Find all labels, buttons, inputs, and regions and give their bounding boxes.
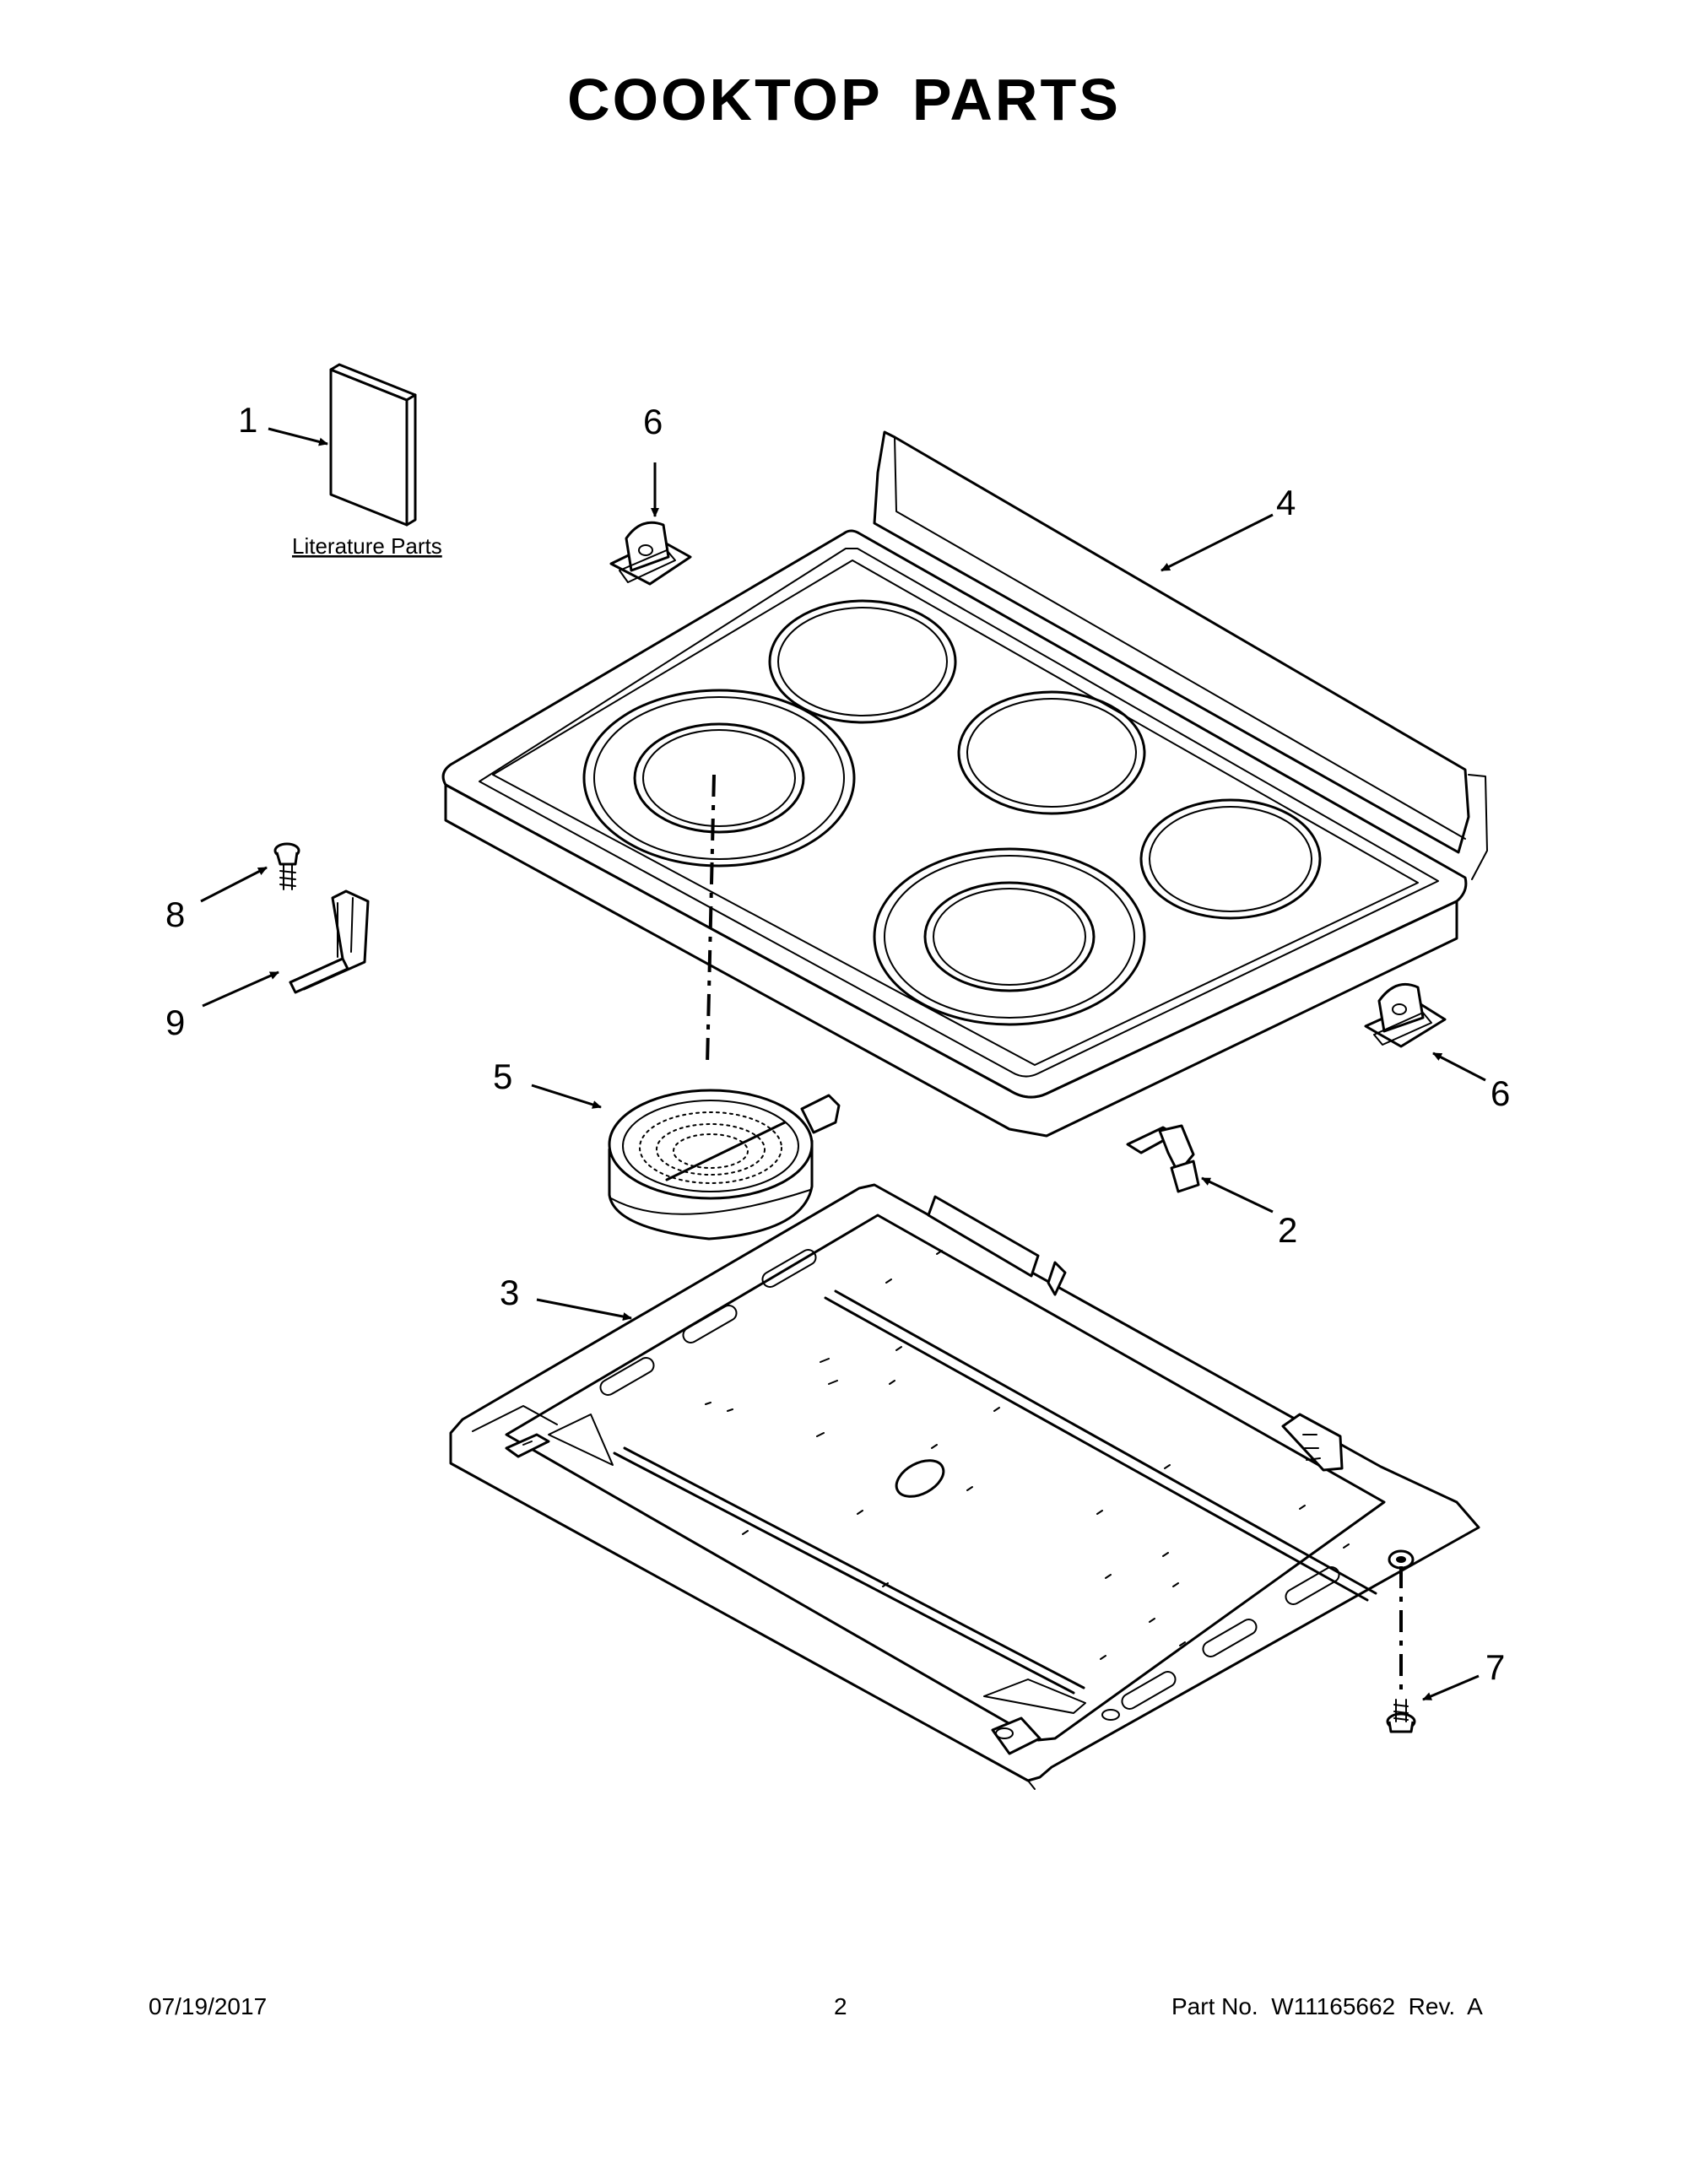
callout-6-upper: 6 [643,402,663,441]
callout-3: 3 [500,1273,519,1312]
footer-part-number: Part No. W11165662 Rev. A [1171,1993,1483,2019]
callout-8-arrow [200,866,268,903]
radiant-surface-element[interactable] [608,1089,841,1241]
literature-parts-label: Literature Parts [292,533,442,559]
mounting-bracket[interactable] [289,889,370,994]
burner-ring-rear-right [1139,798,1322,920]
callout-9: 9 [165,1003,185,1042]
callout-6-lower: 6 [1491,1073,1510,1113]
screw-bracket[interactable] [273,842,300,890]
callout-8: 8 [165,895,185,934]
wire-clip[interactable] [1126,1124,1200,1193]
callout-4: 4 [1276,483,1296,522]
callout-1-arrow [268,427,328,446]
literature-parts-booklet[interactable] [329,363,417,527]
burner-ring-center [957,690,1146,815]
footer-page-number: 2 [834,1993,847,2019]
alignment-line-element [706,774,716,1066]
burner-ring-rear-left [768,599,957,724]
screw-pan[interactable] [1386,1699,1416,1733]
burner-ring-front-right-large [873,847,1146,1026]
callout-6-lower-arrow [1432,1051,1486,1082]
callout-5-arrow [531,1084,602,1109]
hinge-clip-upper[interactable] [609,521,692,586]
burner-ring-front-left-large [582,689,856,868]
hinge-clip-lower[interactable] [1364,983,1447,1048]
callout-7: 7 [1485,1647,1505,1687]
callout-2-arrow [1201,1176,1274,1214]
page-title: COOKTOP PARTS [567,67,1121,132]
cooktop-main-top[interactable] [441,430,1488,1138]
callout-2: 2 [1278,1210,1297,1250]
callout-7-arrow [1422,1674,1480,1701]
callout-4-arrow [1160,513,1274,572]
callout-9-arrow [202,970,279,1008]
callout-5: 5 [493,1057,512,1096]
callout-3-arrow [536,1298,632,1321]
callout-1: 1 [238,400,257,440]
footer-date: 07/19/2017 [149,1993,268,2019]
burner-box-pan[interactable] [449,1183,1480,1790]
